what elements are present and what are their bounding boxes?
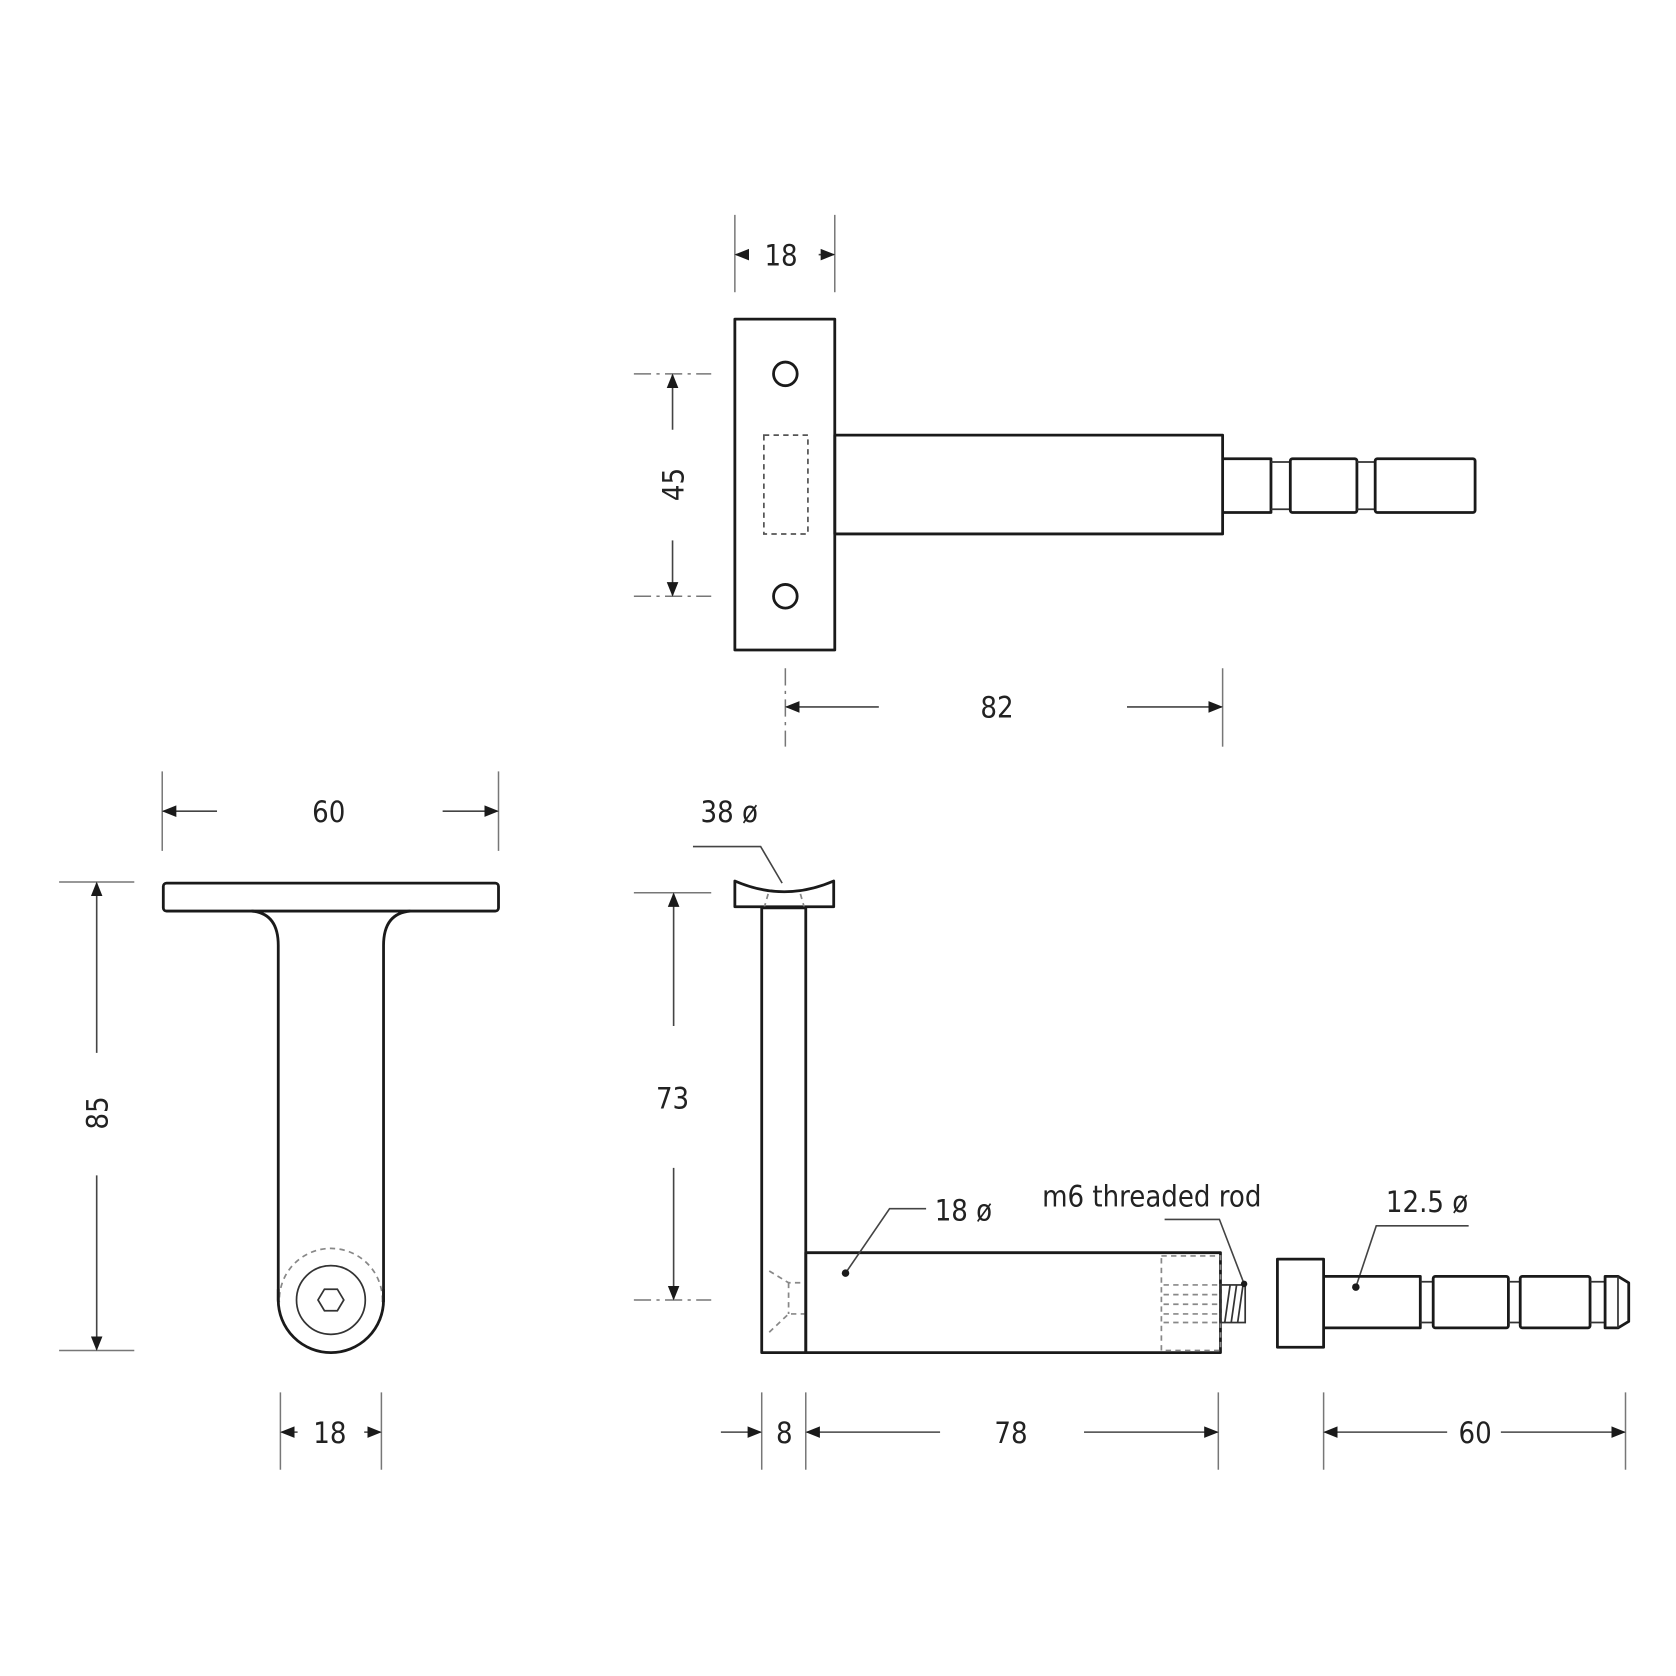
top-view: 18 45 82 bbox=[633, 214, 1477, 747]
thread-hidden bbox=[1163, 1284, 1221, 1324]
wall-plate-front bbox=[161, 881, 500, 913]
dim-front-plate-width: 60 bbox=[312, 795, 345, 829]
wall-bolt-view: 12.5 ø 60 bbox=[1276, 1185, 1631, 1470]
bolt-head bbox=[1276, 1257, 1326, 1349]
dim-hole-spacing: 45 bbox=[656, 468, 690, 501]
bolt-head-front bbox=[295, 1264, 367, 1336]
arm-side bbox=[804, 1251, 1222, 1355]
label-bolt-diameter: 12.5 ø bbox=[1386, 1185, 1468, 1219]
dim-arm-length-side: 78 bbox=[994, 1416, 1027, 1450]
stem-front bbox=[251, 909, 411, 1355]
dim-bolt-length: 60 bbox=[1458, 1416, 1491, 1450]
dim-total-height: 85 bbox=[80, 1096, 114, 1129]
label-arm-diameter: 18 ø bbox=[935, 1193, 992, 1227]
front-view: 60 85 18 bbox=[59, 771, 500, 1470]
threaded-rod-stub bbox=[1219, 1284, 1247, 1324]
hex-socket-icon bbox=[317, 1288, 345, 1312]
bolt-rod-top-view bbox=[1222, 457, 1477, 514]
label-saddle-diameter: 38 ø bbox=[700, 795, 757, 829]
dim-post-thickness: 8 bbox=[776, 1416, 793, 1450]
side-view: 38 ø 18 ø m6 threaded rod bbox=[633, 795, 1261, 1470]
label-threaded-rod: m6 threaded rod bbox=[1042, 1180, 1261, 1214]
dim-stem-width: 18 bbox=[313, 1416, 346, 1450]
arm-top-view bbox=[833, 433, 1225, 536]
screw-hole-top bbox=[772, 360, 799, 388]
dim-side-height: 73 bbox=[656, 1082, 689, 1116]
post-side bbox=[760, 906, 808, 1355]
wall-plate-top bbox=[733, 317, 837, 652]
dim-arm-length-top: 82 bbox=[980, 691, 1013, 725]
screw-hole-bottom bbox=[772, 583, 799, 610]
saddle bbox=[733, 879, 836, 909]
dim-top-plate-width: 18 bbox=[764, 238, 797, 272]
